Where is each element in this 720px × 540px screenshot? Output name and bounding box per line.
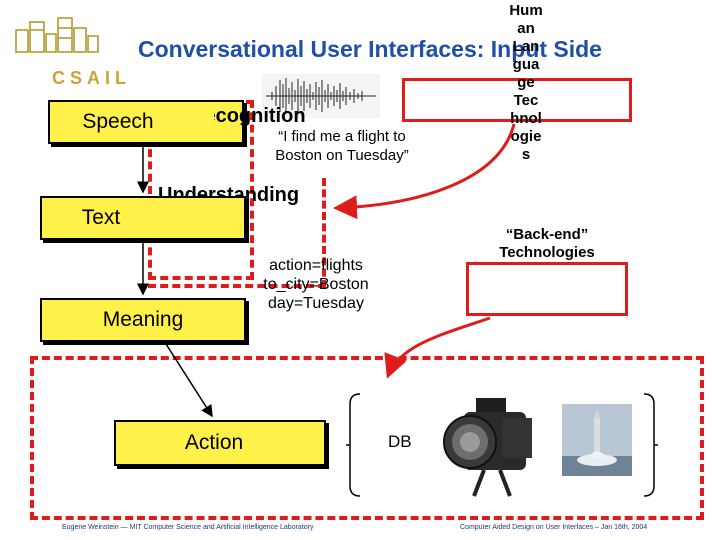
- footer-right: Computer Aided Design on User Interfaces…: [460, 524, 648, 531]
- text-box: Text: [40, 196, 246, 240]
- quote-line-2: Boston on Tuesday”: [275, 147, 409, 164]
- backend-line-1: “Back-end”: [505, 226, 589, 243]
- csail-building-icon: [15, 17, 99, 53]
- frame-line-1: action=flights: [269, 257, 363, 274]
- recognition-fragment: Recognition: [190, 105, 306, 127]
- hlt-line-6: Tec: [513, 92, 539, 109]
- action-box: Action: [114, 420, 326, 466]
- db-label: DB: [388, 432, 412, 451]
- meaning-box: Meaning: [40, 298, 246, 342]
- stage-light-image: [440, 388, 544, 500]
- hlt-line-4: gua: [512, 56, 540, 73]
- backend-line-2: Technologies: [499, 244, 595, 261]
- db-bracket: [346, 393, 361, 497]
- meaning-label: Meaning: [102, 308, 184, 331]
- footer-left: Eugene Weinstein — MIT Computer Science …: [62, 524, 314, 531]
- speech-label: Speech: [82, 110, 154, 133]
- understanding-dashed-box: [148, 178, 326, 288]
- frame-line-3: day=Tuesday: [268, 295, 364, 312]
- semantic-frame: action=flights to_city=Boston day=Tuesda…: [234, 256, 398, 313]
- speech-box: Speech: [48, 100, 244, 144]
- frame-line-2: to_city=Boston: [263, 276, 369, 293]
- right-bracket: [643, 393, 658, 497]
- hlt-column-text: Hum an Lan gua ge Tec hnol ogie s: [496, 2, 556, 164]
- missile-launch-image: [562, 404, 632, 476]
- hlt-line-7: hnol: [510, 110, 542, 127]
- hlt-line-9: s: [521, 146, 531, 163]
- backend-label: “Back-end” Technologies: [462, 226, 632, 262]
- hlt-line-1: Hum: [509, 2, 543, 19]
- csail-logo: CSAIL: [10, 12, 126, 92]
- hlt-line-8: ogie: [510, 128, 542, 145]
- backend-box: [466, 262, 628, 316]
- waveform-image: [262, 74, 380, 118]
- utterance-quote: “I find me a flight to Boston on Tuesday…: [244, 127, 440, 165]
- text-label: Text: [81, 206, 121, 229]
- quote-line-1: “I find me a flight to: [278, 128, 406, 145]
- csail-logo-text: CSAIL: [52, 68, 131, 88]
- backend-dashed-area: [30, 356, 704, 520]
- hlt-box: [402, 78, 632, 122]
- hlt-line-3: Lan: [512, 38, 540, 55]
- slide-title: Conversational User Interfaces: Input Si…: [138, 36, 602, 62]
- action-label: Action: [184, 431, 244, 454]
- hlt-line-5: ge: [517, 74, 535, 91]
- hlt-line-2: an: [517, 20, 535, 37]
